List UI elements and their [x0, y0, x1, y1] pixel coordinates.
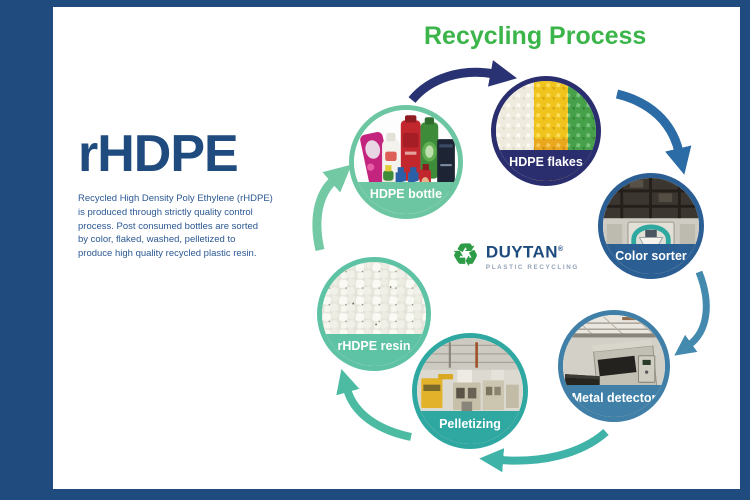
arrow-pellet-to-resin [336, 368, 412, 441]
arrow-bottle-to-flakes [408, 60, 518, 104]
product-heading: rHDPE [78, 125, 239, 183]
step-label-metal-detector: Metal detector [563, 385, 665, 417]
brand-name: DUYTAN® [486, 241, 579, 261]
recycle-icon: ♻ [452, 239, 479, 272]
page-title: Recycling Process [424, 22, 647, 50]
step-hdpe-bottle: HDPE bottle [349, 105, 463, 219]
frame-bottom-band [0, 489, 750, 500]
step-hdpe-flakes: HDPE flakes [491, 76, 601, 186]
frame-left-band [0, 0, 53, 500]
intro-panel: rHDPE Recycled High Density Poly Ethylen… [78, 126, 288, 261]
step-label-color-sorter: Color sorter [603, 244, 699, 274]
step-label-pelletizing: Pelletizing [417, 411, 523, 444]
brand-word: DUYTAN [485, 242, 558, 262]
arrow-resin-to-bottle [312, 164, 352, 252]
step-pelletizing: Pelletizing [412, 333, 528, 449]
frame-right-band [740, 0, 750, 500]
logo-text: DUYTAN® PLASTIC RECYCLING [486, 241, 579, 271]
step-metal-detector: Metal detector [558, 310, 670, 422]
arrow-flakes-to-sorter [615, 89, 692, 175]
step-rhdpe-resin: rHDPE resin [317, 257, 431, 371]
duytan-logo: ♻ DUYTAN® PLASTIC RECYCLING [452, 240, 579, 272]
step-label-hdpe-bottle: HDPE bottle [354, 181, 458, 214]
step-color-sorter: Color sorter [598, 173, 704, 279]
step-label-rhdpe-resin: rHDPE resin [322, 333, 426, 366]
frame-top-band [0, 0, 750, 7]
arrow-sorter-to-detector [674, 270, 710, 356]
registered-mark: ® [557, 246, 564, 254]
product-description: Recycled High Density Poly Ethylene (rHD… [78, 193, 273, 260]
brand-tagline: PLASTIC RECYCLING [485, 263, 579, 271]
step-label-hdpe-flakes: HDPE flakes [496, 150, 596, 181]
